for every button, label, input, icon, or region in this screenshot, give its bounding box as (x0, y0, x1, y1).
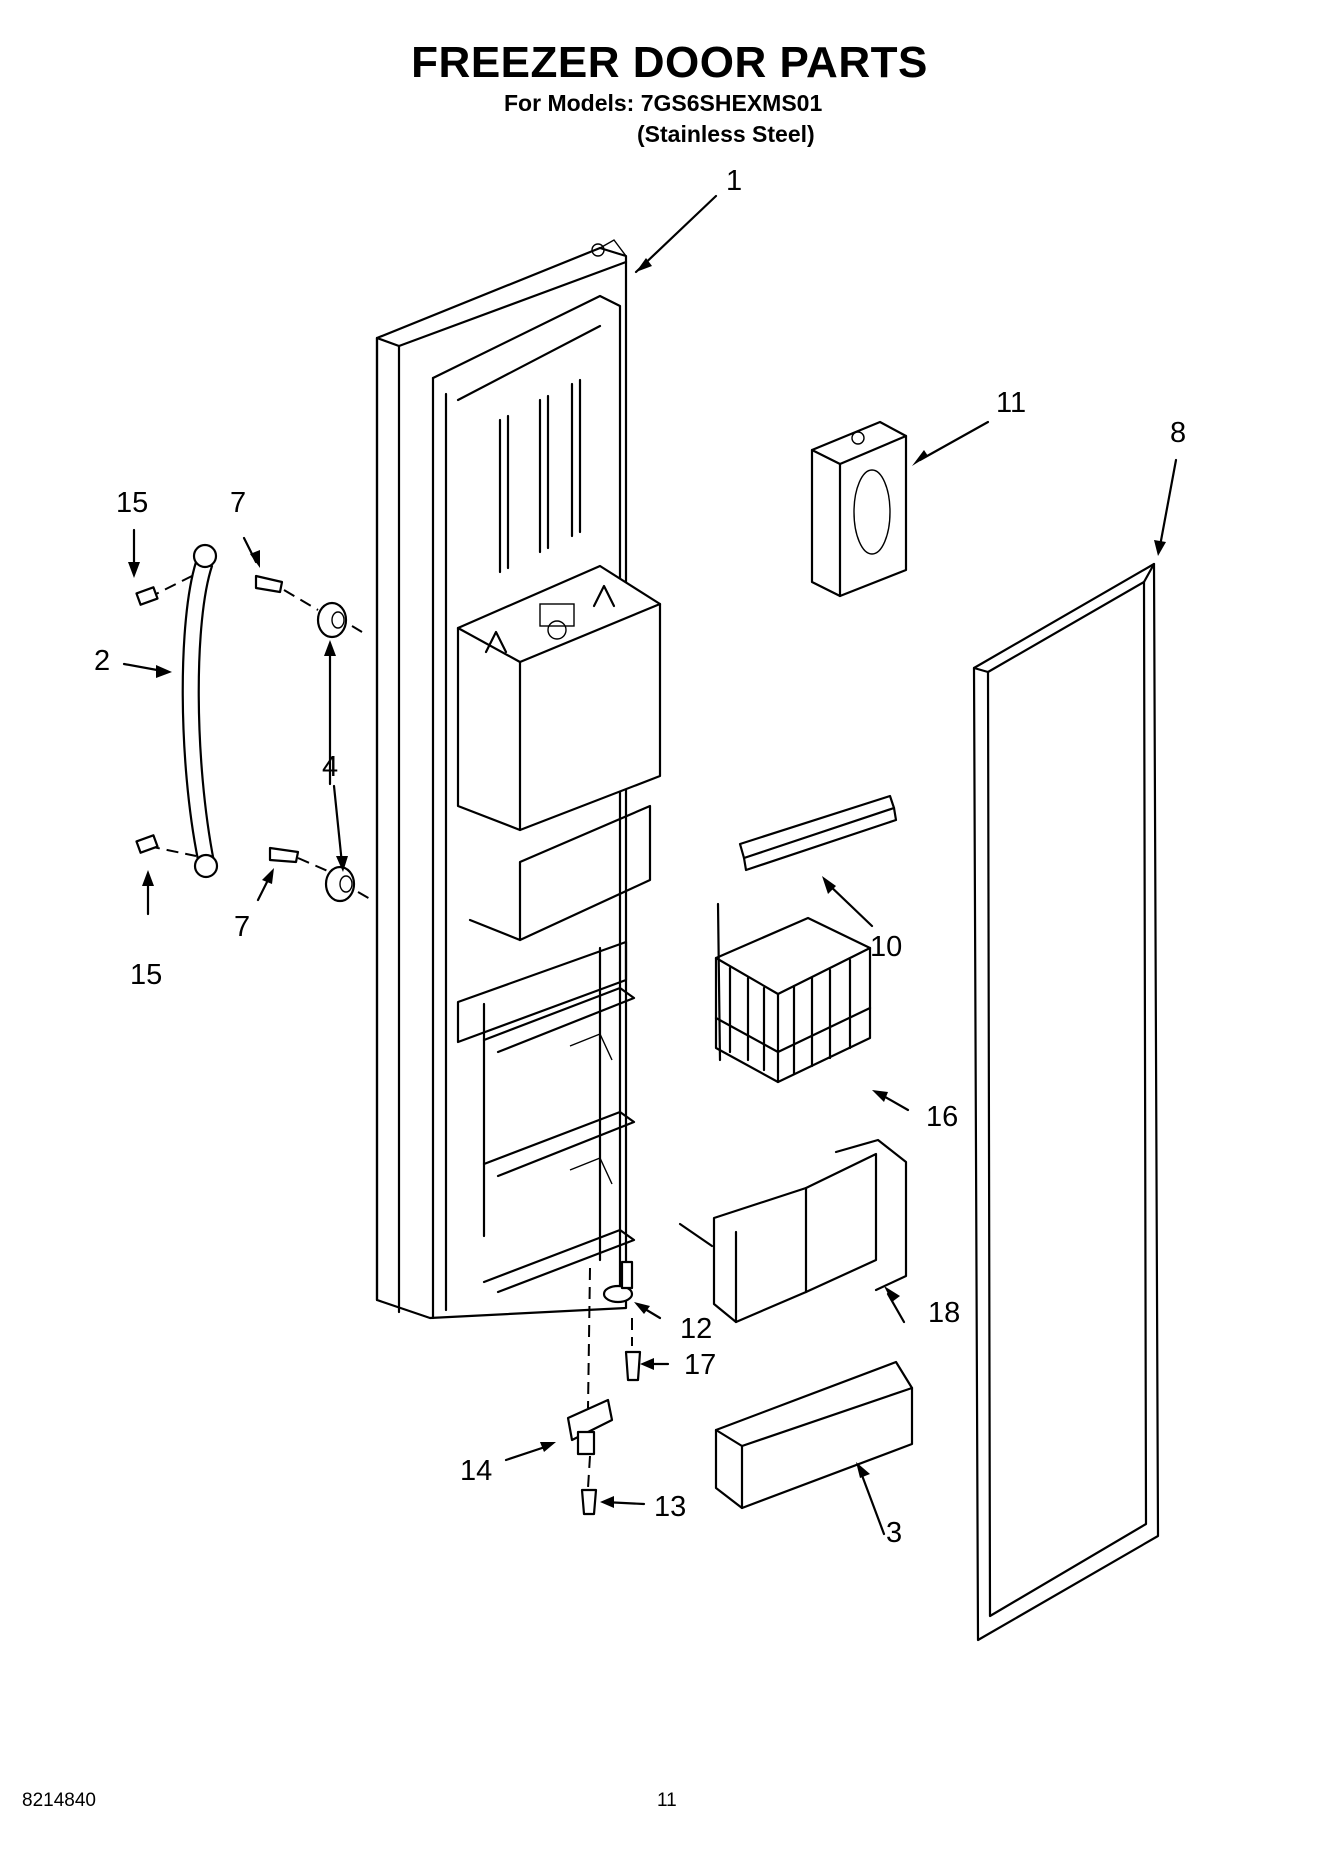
callout-16: 16 (926, 1101, 958, 1133)
callout-17: 17 (684, 1349, 716, 1381)
bin-part-3 (714, 1360, 914, 1536)
callout-1: 1 (726, 165, 742, 197)
wire-basket-part-16 (714, 902, 910, 1112)
trim-strip-part-10 (738, 794, 898, 928)
handle-part-2 (122, 543, 219, 879)
callout-12: 12 (680, 1313, 712, 1345)
bin-part-18 (678, 1138, 908, 1324)
callout-7-top: 7 (230, 487, 246, 519)
callout-10: 10 (870, 931, 902, 963)
models-line: For Models: 7GS6SHEXMS01 (504, 90, 823, 116)
callout-14: 14 (460, 1455, 492, 1487)
page-title: FREEZER DOOR PARTS (411, 38, 928, 87)
document-number: 8214840 (22, 1790, 96, 1811)
callout-13: 13 (654, 1491, 686, 1523)
callout-15-bottom: 15 (130, 959, 162, 991)
callout-2: 2 (94, 645, 110, 677)
door-panel-part-1 (375, 194, 718, 1320)
gasket-part-8 (972, 458, 1178, 1642)
page-number: 11 (657, 1790, 677, 1811)
hinge-hardware-parts-12-17-14-13 (504, 1260, 670, 1516)
badge-part-11 (810, 420, 990, 598)
callout-4: 4 (322, 751, 338, 783)
finish-line: (Stainless Steel) (637, 121, 815, 147)
callout-8: 8 (1170, 417, 1186, 449)
callout-15-top: 15 (116, 487, 148, 519)
callout-3: 3 (886, 1517, 902, 1549)
callout-7-bottom: 7 (234, 911, 250, 943)
screws-spacers-parts-15-7-4 (128, 528, 373, 916)
callout-11: 11 (996, 387, 1026, 419)
callout-18: 18 (928, 1297, 960, 1329)
